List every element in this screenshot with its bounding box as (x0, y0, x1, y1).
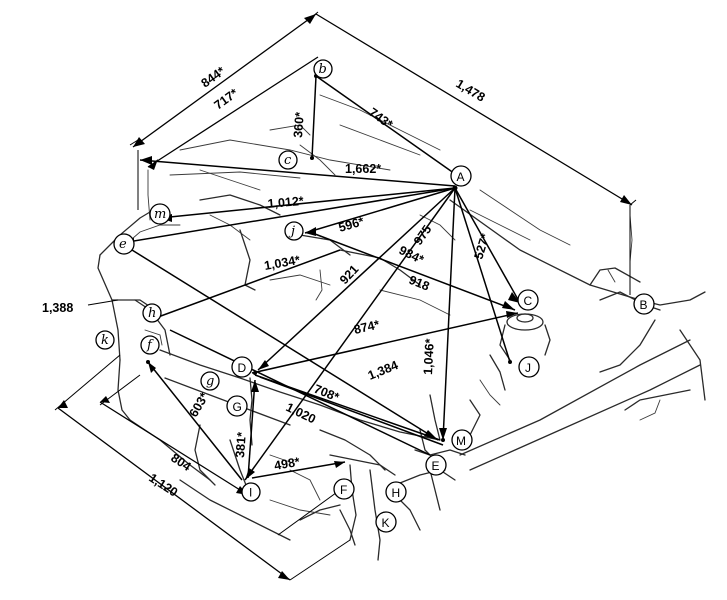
point-H-label: H (392, 486, 401, 500)
point-f-label: f (146, 338, 154, 353)
point-m-label: m (154, 207, 166, 222)
dim-596: 596* (337, 214, 366, 235)
dim-844: 844* (199, 64, 228, 91)
dim-527: 527* (471, 232, 492, 261)
point-h: h (142, 303, 162, 323)
point-m: m (149, 203, 171, 225)
point-c: c (278, 150, 298, 170)
dim-1662: 1,662* (345, 162, 381, 176)
point-k-label: k (101, 333, 109, 348)
dim-743: 743* (366, 105, 395, 132)
dim-1388: 1,388 (42, 301, 73, 315)
point-F: F (333, 478, 355, 500)
dim-1034: 1,034* (263, 253, 301, 273)
point-j: j (284, 221, 304, 241)
point-j-label: j (288, 224, 295, 239)
point-F-label: F (340, 483, 347, 497)
dim-381: 381* (233, 431, 249, 458)
point-g-label: g (206, 374, 214, 389)
point-M: M (451, 429, 473, 451)
point-D: D (231, 356, 253, 378)
point-A-label: A (457, 170, 465, 184)
point-H: H (385, 481, 407, 503)
point-G: G (226, 395, 248, 417)
arrowheads (58, 14, 632, 580)
dim-1012: 1,012* (267, 194, 304, 211)
point-h-label: h (148, 306, 156, 321)
dim-874: 874* (353, 317, 381, 336)
dim-717: 717* (212, 86, 241, 113)
point-I: I (241, 482, 261, 502)
measurement-lines (54, 11, 637, 581)
dim-360: 360* (291, 111, 307, 138)
point-b-label: b (319, 62, 327, 77)
point-J: J (518, 356, 540, 378)
point-B: B (633, 293, 655, 315)
dim-918: 918 (407, 273, 432, 294)
engine-bay-sketch (97, 94, 706, 561)
point-f: f (140, 335, 160, 355)
point-I-label: I (249, 486, 252, 500)
point-E-label: E (432, 459, 440, 473)
dim-921: 921 (337, 262, 361, 287)
point-B-label: B (640, 298, 648, 312)
point-K-label: K (382, 516, 390, 530)
point-E: E (425, 454, 447, 476)
point-K: K (375, 511, 397, 533)
point-C: C (517, 289, 539, 311)
dim-804: 804 (168, 451, 193, 474)
point-C-label: C (524, 294, 533, 308)
dim-1046: 1,046* (421, 338, 437, 375)
point-G-label: G (233, 400, 242, 414)
point-J-label: J (525, 361, 531, 375)
point-D-label: D (238, 361, 247, 375)
point-k: k (95, 330, 115, 350)
point-c-label: c (284, 153, 292, 168)
dim-1120: 1,120 (146, 471, 180, 500)
point-e: e (113, 233, 135, 255)
dim-498: 498* (273, 455, 301, 473)
point-M-label: M (456, 434, 466, 448)
point-e-label: e (119, 237, 127, 252)
point-markers: b c A m j e h k (95, 59, 655, 533)
point-A: A (450, 165, 472, 187)
dim-1384: 1,384 (366, 358, 400, 383)
point-g: g (200, 371, 220, 391)
dim-1020: 1,020 (284, 400, 318, 426)
point-b: b (313, 59, 333, 79)
